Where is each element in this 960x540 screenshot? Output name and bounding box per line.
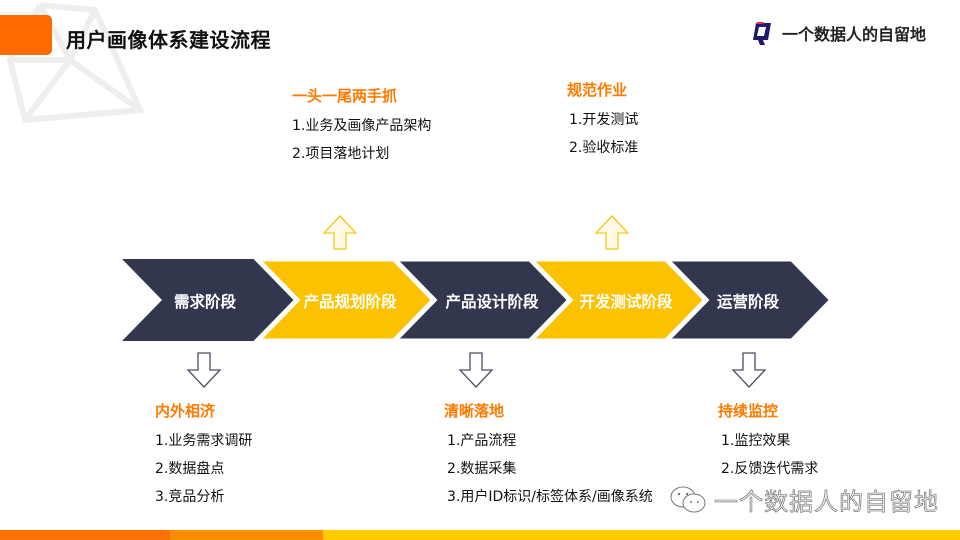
note-dev-test: 规范作业 1.开发测试 2.验收标准 — [567, 79, 638, 162]
note-product-design: 清晰落地 1.产品流程 2.数据采集 3.用户ID标识/标签体系/画像系统 — [444, 400, 653, 511]
q-logo-icon — [753, 22, 771, 45]
note-item: 1.业务及画像产品架构 — [292, 118, 432, 134]
title-accent-block — [0, 15, 52, 55]
note-item: 1.业务需求调研 — [155, 433, 253, 449]
stage-product-planning: 产品规划阶段 — [303, 293, 397, 311]
note-item: 2.反馈迭代需求 — [721, 461, 819, 477]
note-operations: 持续监控 1.监控效果 2.反馈迭代需求 — [718, 400, 818, 483]
footer-bar-segment — [170, 530, 323, 540]
note-item: 2.数据盘点 — [155, 461, 225, 477]
logo-text: 一个数据人的自留地 — [782, 25, 927, 44]
note-item: 3.竞品分析 — [155, 489, 225, 505]
note-title: 持续监控 — [718, 402, 779, 420]
note-item: 1.开发测试 — [569, 112, 639, 128]
stage-requirements: 需求阶段 — [173, 293, 236, 311]
note-title: 一头一尾两手抓 — [292, 87, 398, 105]
arrow-up-icon — [322, 215, 358, 250]
arrow-down-icon — [458, 352, 494, 388]
page-title: 用户画像体系建设流程 — [66, 28, 271, 52]
note-item: 1.产品流程 — [447, 433, 517, 449]
arrow-down-icon — [731, 352, 767, 388]
arrow-up-icon — [594, 215, 630, 250]
note-item: 3.用户ID标识/标签体系/画像系统 — [447, 489, 653, 505]
footer-bar-segment — [323, 530, 960, 540]
watermark: 一个数据人的自留地 — [668, 482, 939, 517]
note-product-planning: 一头一尾两手抓 1.业务及画像产品架构 2.项目落地计划 — [292, 85, 431, 168]
note-title: 规范作业 — [567, 81, 628, 99]
note-item: 2.数据采集 — [447, 461, 517, 477]
watermark-text: 一个数据人的自留地 — [714, 488, 939, 517]
note-item: 1.监控效果 — [721, 433, 791, 449]
stage-dev-test: 开发测试阶段 — [579, 293, 673, 311]
note-item: 2.验收标准 — [569, 140, 639, 156]
footer-bar-segment — [0, 530, 170, 540]
note-requirements: 内外相济 1.业务需求调研 2.数据盘点 3.竞品分析 — [155, 400, 252, 511]
wechat-icon — [670, 486, 706, 512]
stage-product-design: 产品设计阶段 — [445, 293, 539, 311]
stage-operations: 运营阶段 — [716, 293, 779, 311]
note-title: 内外相济 — [155, 402, 216, 420]
arrow-down-icon — [186, 352, 222, 388]
brand-logo: 一个数据人的自留地 — [752, 20, 926, 46]
note-title: 清晰落地 — [444, 402, 505, 420]
note-item: 2.项目落地计划 — [292, 146, 390, 162]
